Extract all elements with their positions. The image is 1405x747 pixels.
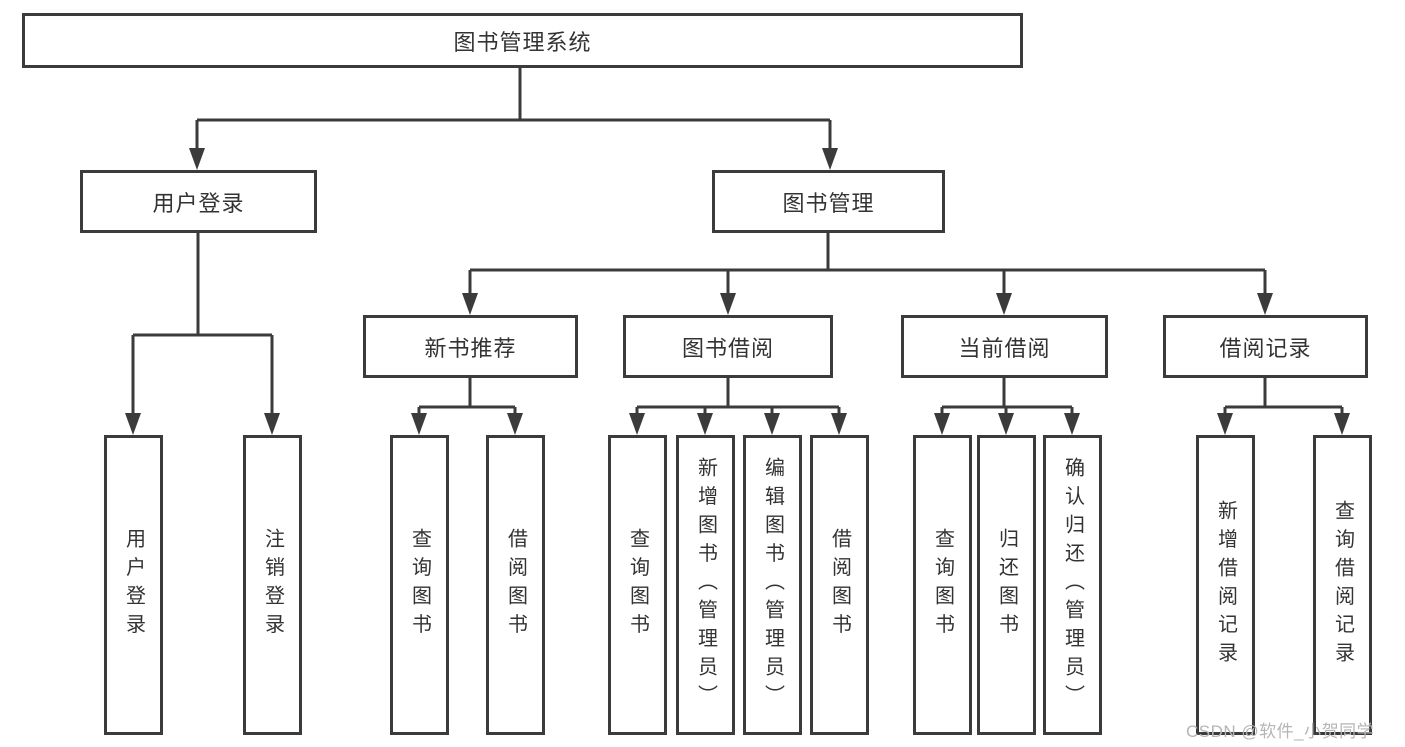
leaf-confirm-return-admin: 确认归还（管理员）: [1043, 435, 1102, 735]
leaf-query-book-borrowing-label: 查询图书: [626, 528, 649, 642]
leaf-edit-book-admin-label: 编辑图书（管理员）: [761, 457, 784, 713]
node-borrowing-records-label: 借阅记录: [1219, 335, 1312, 361]
leaf-query-book-current: 查询图书: [913, 435, 972, 735]
node-borrowing-records: 借阅记录: [1163, 315, 1368, 378]
leaf-user-login: 用户登录: [104, 435, 163, 735]
node-new-book-recommendation-label: 新书推荐: [424, 335, 517, 361]
leaf-add-book-admin-label: 新增图书（管理员）: [694, 457, 717, 713]
node-user-login-label: 用户登录: [152, 190, 245, 216]
leaf-borrow-book-borrowing: 借阅图书: [810, 435, 869, 735]
leaf-confirm-return-admin-label: 确认归还（管理员）: [1061, 457, 1084, 713]
leaf-user-login-label: 用户登录: [122, 528, 145, 642]
leaf-add-book-admin: 新增图书（管理员）: [676, 435, 735, 735]
csdn-watermark: CSDN @软件_小贺同学: [1186, 722, 1375, 741]
node-root-label: 图书管理系统: [453, 29, 592, 55]
leaf-query-book-recommend: 查询图书: [390, 435, 449, 735]
node-new-book-recommendation: 新书推荐: [363, 315, 578, 378]
node-current-borrowing-label: 当前借阅: [958, 335, 1051, 361]
node-root: 图书管理系统: [22, 13, 1023, 68]
node-book-borrowing: 图书借阅: [623, 315, 833, 378]
leaf-query-borrow-record: 查询借阅记录: [1313, 435, 1372, 735]
leaf-edit-book-admin: 编辑图书（管理员）: [743, 435, 802, 735]
leaf-logout-label: 注销登录: [261, 528, 284, 642]
leaf-return-book: 归还图书: [977, 435, 1036, 735]
leaf-return-book-label: 归还图书: [995, 528, 1018, 642]
leaf-query-book-borrowing: 查询图书: [608, 435, 667, 735]
leaf-add-borrow-record-label: 新增借阅记录: [1214, 499, 1237, 671]
leaf-borrow-book-recommend: 借阅图书: [486, 435, 545, 735]
leaf-borrow-book-recommend-label: 借阅图书: [504, 528, 527, 642]
node-book-management: 图书管理: [712, 170, 945, 233]
leaf-query-book-recommend-label: 查询图书: [408, 528, 431, 642]
leaf-logout: 注销登录: [243, 435, 302, 735]
node-book-management-label: 图书管理: [782, 190, 875, 216]
node-current-borrowing: 当前借阅: [901, 315, 1108, 378]
node-user-login: 用户登录: [80, 170, 317, 233]
node-book-borrowing-label: 图书借阅: [681, 335, 774, 361]
leaf-add-borrow-record: 新增借阅记录: [1196, 435, 1255, 735]
leaf-borrow-book-borrowing-label: 借阅图书: [828, 528, 851, 642]
leaf-query-borrow-record-label: 查询借阅记录: [1331, 499, 1354, 671]
leaf-query-book-current-label: 查询图书: [931, 528, 954, 642]
